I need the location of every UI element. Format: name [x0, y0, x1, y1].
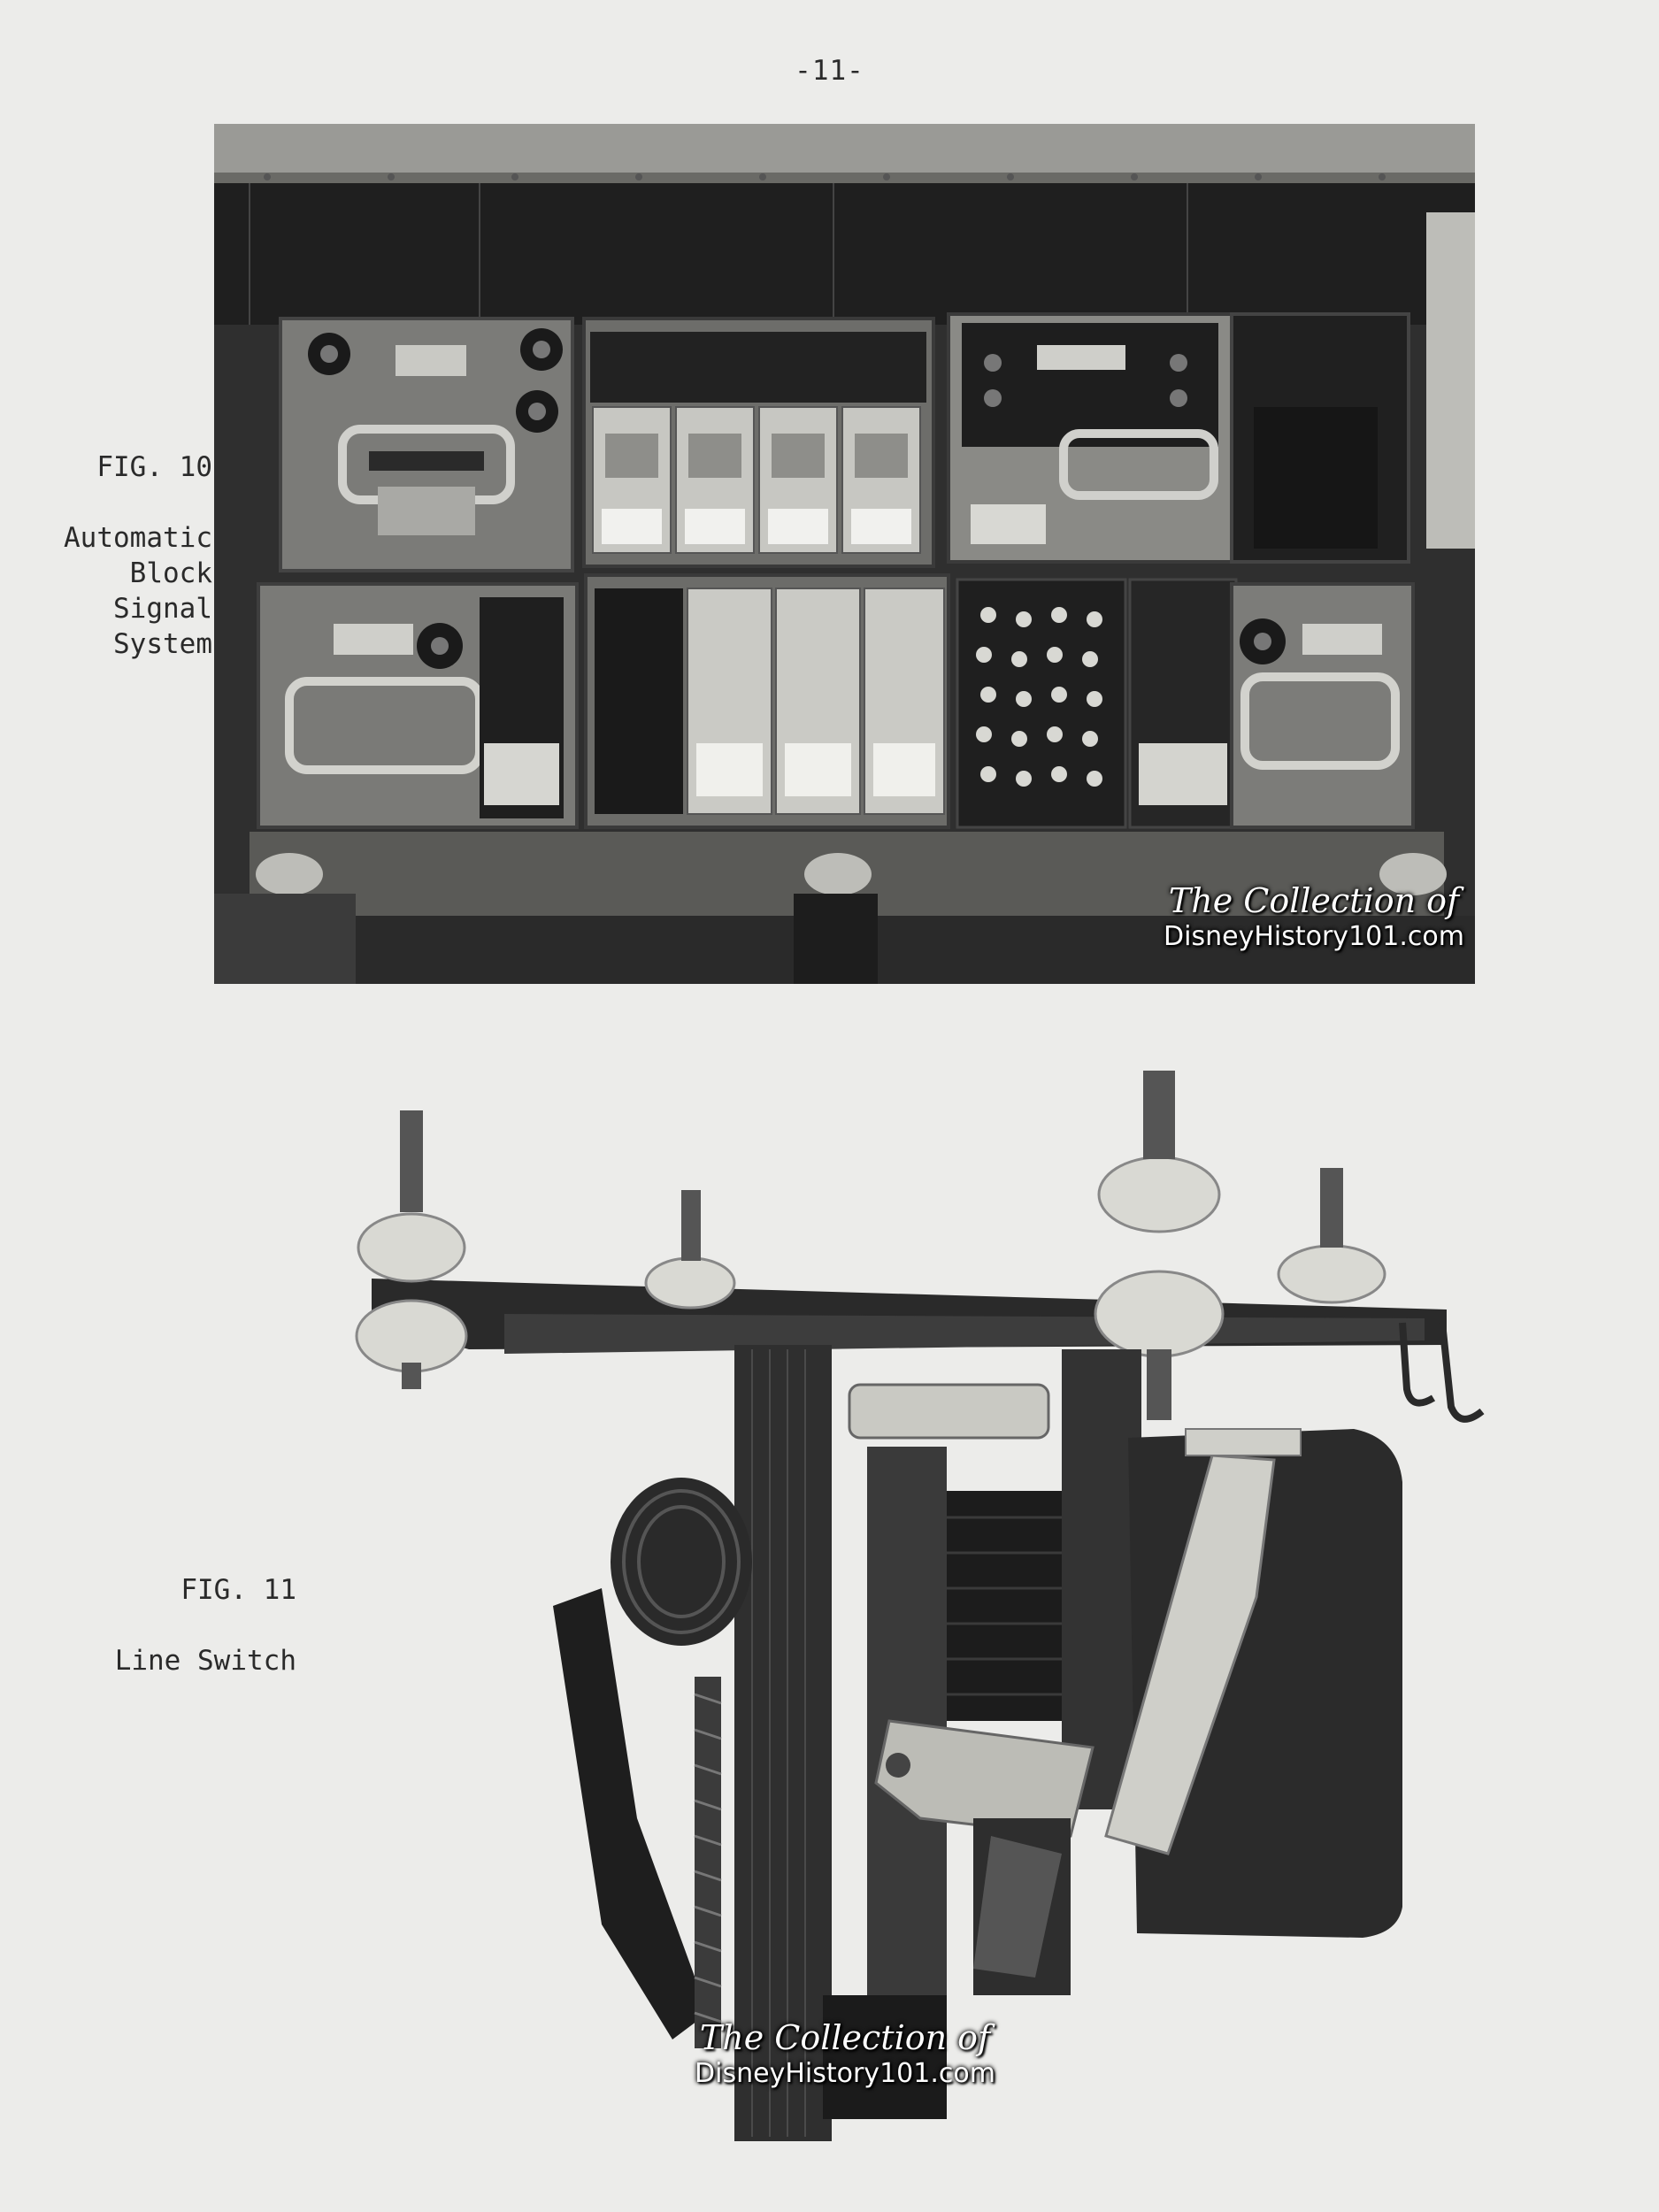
page-number: -11- — [795, 55, 864, 87]
fig10-caption-block: FIG. 10 Automatic Block Signal System — [35, 414, 212, 697]
fig10-watermark-site: DisneyHistory101.com — [1164, 921, 1464, 952]
fig10-photo: The Collection of DisneyHistory101.com — [214, 124, 1475, 984]
fig11-label: FIG. 11 — [180, 1574, 296, 1606]
line-switch-illustration — [355, 1071, 1485, 2141]
fig10-label: FIG. 10 — [96, 451, 212, 483]
fig11-watermark: The Collection of DisneyHistory101.com — [668, 2017, 1022, 2090]
fig10-caption: Automatic Block Signal System — [64, 522, 212, 660]
fig11-watermark-title: The Collection of — [699, 2018, 991, 2057]
fig10-watermark-title: The Collection of — [1168, 881, 1460, 920]
fig11-watermark-site: DisneyHistory101.com — [695, 2058, 995, 2089]
fig11-caption-block: FIG. 11 Line Switch — [53, 1537, 296, 1714]
fig11-photo: The Collection of DisneyHistory101.com — [336, 1057, 1486, 2172]
fig10-watermark: The Collection of DisneyHistory101.com — [1155, 880, 1473, 953]
signal-cabinet-illustration — [214, 124, 1475, 984]
fig11-caption: Line Switch — [114, 1645, 296, 1677]
